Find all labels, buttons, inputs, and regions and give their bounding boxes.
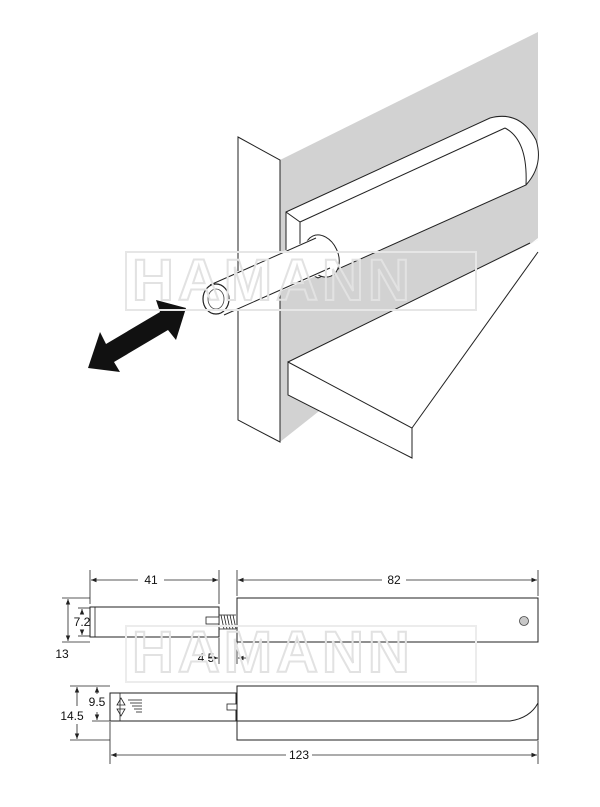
svg-text:4.5: 4.5 [198, 651, 215, 665]
side-view-plunger-body [109, 692, 237, 722]
plunger-tip [202, 283, 230, 315]
watermark-frame-bottom [125, 625, 477, 683]
housing-screw-hole [519, 616, 529, 626]
top-view-housing [236, 597, 539, 643]
technical-drawing: 41 82 7.2 13 [55, 570, 539, 764]
watermark-frame-top [125, 251, 477, 311]
dimension-41: 41 [89, 570, 220, 604]
isometric-illustration [88, 32, 539, 459]
watermark-top: HAMANN [132, 248, 414, 313]
svg-text:41: 41 [144, 573, 158, 587]
dimension-13: 13 [55, 597, 90, 661]
svg-text:9.5: 9.5 [89, 695, 106, 709]
dimension-7-2: 7.2 [74, 607, 91, 637]
direction-arrows-icon [116, 697, 142, 717]
dimension-82: 82 [236, 570, 539, 596]
svg-text:14.5: 14.5 [60, 709, 84, 723]
svg-text:13: 13 [55, 647, 69, 661]
watermark-bottom: HAMANN [132, 620, 414, 685]
dimension-123: 123 [109, 722, 539, 764]
top-view-spring [219, 614, 237, 630]
push-latch-plunger [202, 236, 331, 316]
svg-text:123: 123 [289, 748, 309, 762]
dimension-9-5: 9.5 [89, 685, 110, 722]
side-view-housing [236, 685, 539, 741]
dimension-4-5: 4.5 [198, 638, 248, 665]
motion-arrow-icon [88, 300, 186, 372]
svg-text:7.2: 7.2 [74, 615, 91, 629]
top-view-plunger-body [89, 606, 220, 638]
svg-text:82: 82 [387, 573, 401, 587]
dimension-14-5: 14.5 [60, 685, 110, 741]
